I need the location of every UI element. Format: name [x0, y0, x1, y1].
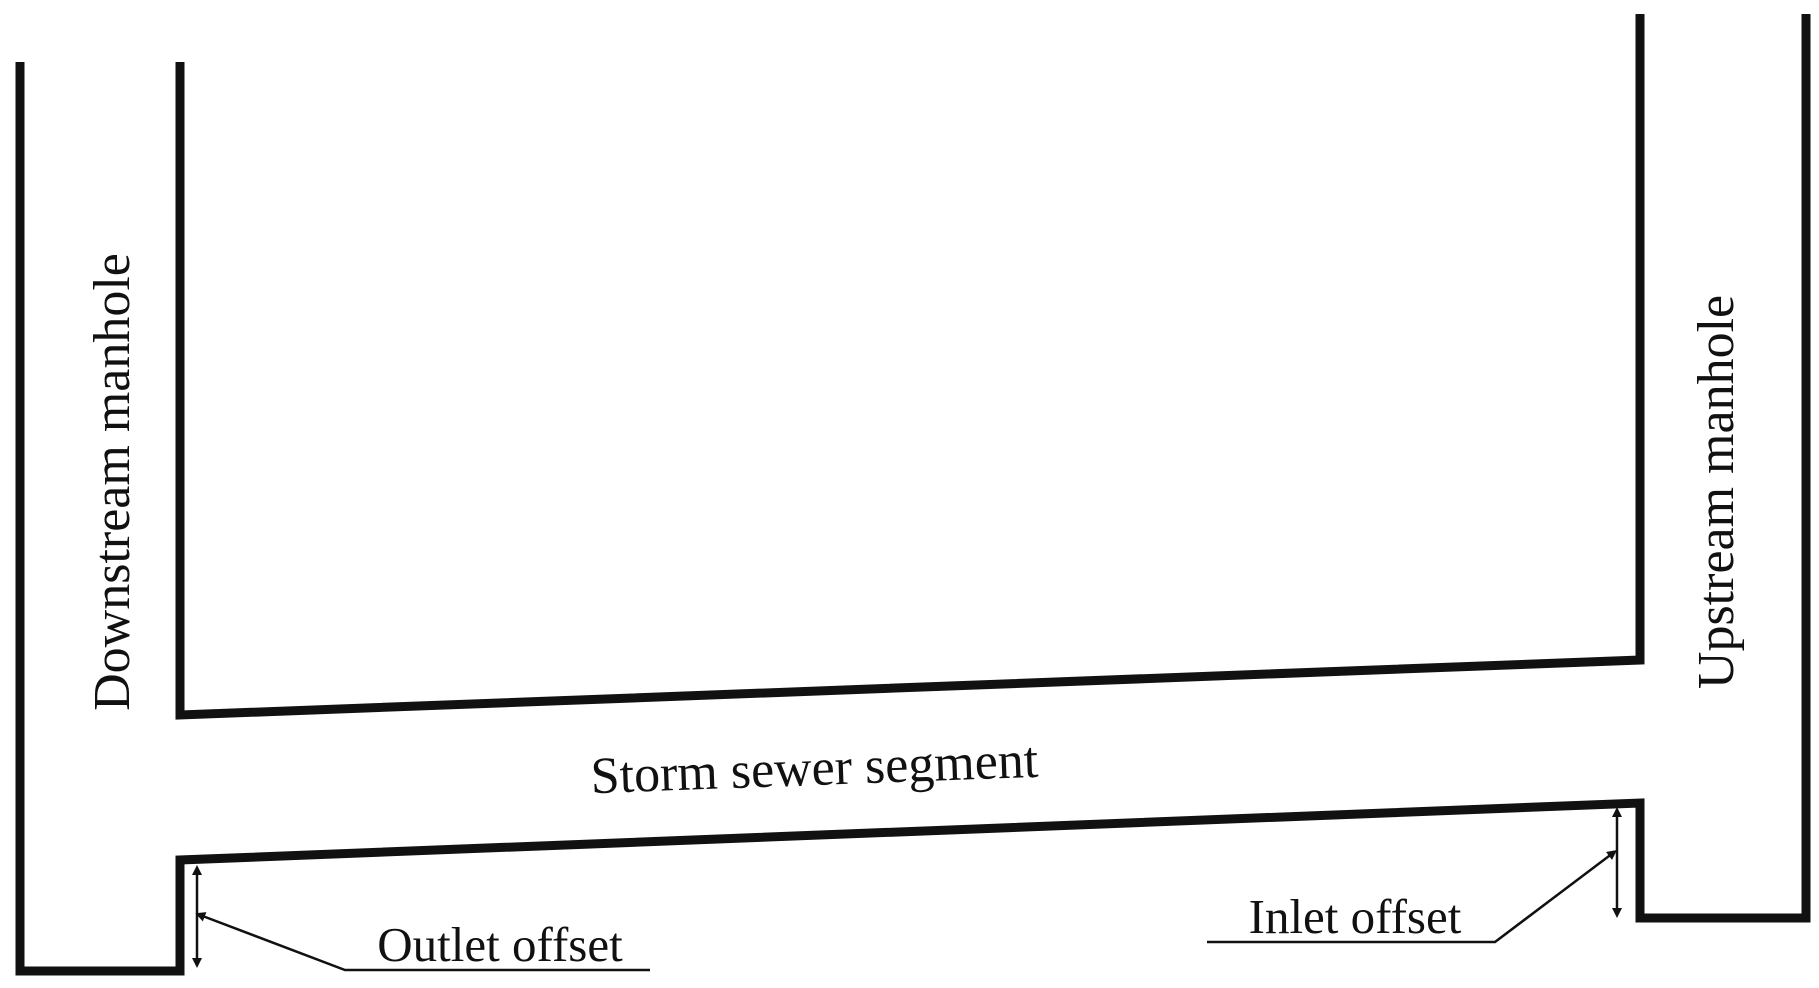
- inlet-offset-label: Inlet offset: [1249, 889, 1462, 944]
- segment-label: Storm sewer segment: [590, 732, 1040, 805]
- downstream-manhole-label: Downstream manhole: [84, 253, 141, 711]
- outlet-offset-leader: [195, 912, 650, 972]
- outlet-offset-label: Outlet offset: [377, 917, 623, 972]
- downstream-manhole-wall: [15, 62, 185, 976]
- upstream-manhole-label: Upstream manhole: [1688, 295, 1745, 689]
- pipe-invert: [175, 14, 1811, 923]
- pipe-crown: [175, 14, 1645, 720]
- inlet-offset-leader: [1207, 849, 1617, 944]
